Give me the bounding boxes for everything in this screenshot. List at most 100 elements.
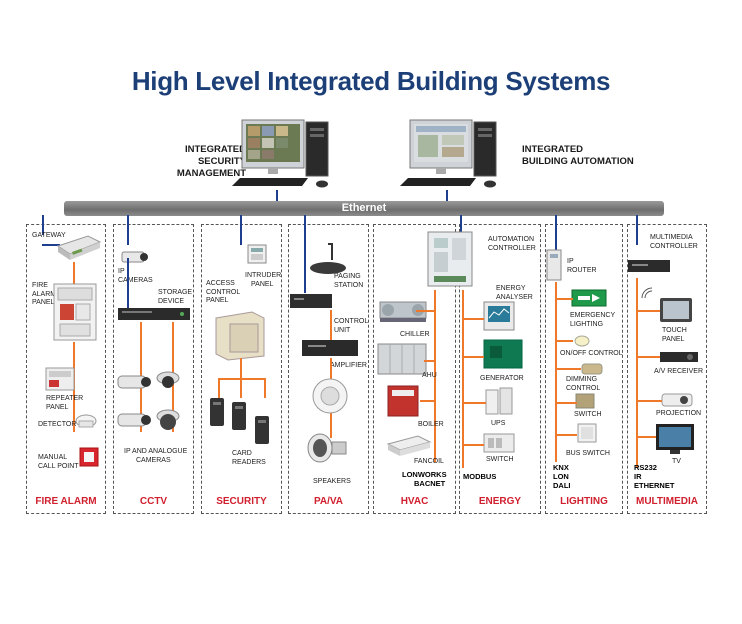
detector-label: DETECTOR — [38, 421, 77, 428]
tv-icon[interactable] — [656, 424, 696, 456]
emergency-lighting-label: EMERGENCY LIGHTING — [570, 312, 615, 329]
lighting-switch-label: SWITCH — [574, 411, 602, 418]
label-line: CONTROLLER — [650, 242, 698, 250]
ip-router-icon[interactable] — [546, 249, 565, 282]
label-line: REPEATER — [46, 395, 84, 402]
energy-switch-icon[interactable] — [483, 432, 518, 454]
label-line: EMERGENCY — [570, 312, 616, 319]
fancoil-icon[interactable] — [386, 435, 432, 458]
multimedia-title: MULTIMEDIA — [635, 496, 699, 507]
label-line: CONTROL — [566, 384, 601, 392]
hvac-link — [434, 290, 436, 462]
paging-station-icon[interactable] — [306, 242, 346, 276]
system-fire-alarm[interactable] — [26, 224, 106, 514]
card-reader-icon[interactable] — [232, 402, 250, 432]
lighting-link — [555, 282, 557, 462]
dome-camera-icon[interactable] — [156, 408, 182, 438]
ups-icon[interactable] — [485, 387, 516, 416]
horn-speaker-icon[interactable] — [306, 432, 352, 466]
security-link — [264, 378, 266, 398]
link — [636, 400, 662, 402]
fire-panel-label: FIRE ALARM PANEL — [32, 282, 56, 308]
touch-panel-icon[interactable] — [660, 298, 694, 326]
analogue-camera-icon[interactable] — [117, 372, 152, 392]
label-line: TOUCH — [662, 327, 687, 334]
projector-icon[interactable] — [661, 390, 696, 410]
multimedia-link — [636, 278, 638, 468]
control-unit-icon[interactable] — [290, 292, 334, 310]
access-control-panel-icon[interactable] — [215, 311, 270, 361]
label-line: FIRE — [32, 282, 48, 289]
system-cctv[interactable] — [113, 224, 194, 514]
generator-icon[interactable] — [483, 336, 524, 372]
fire-alarm-panel-icon[interactable] — [53, 283, 98, 342]
intruder-keypad-icon[interactable] — [247, 244, 268, 265]
protocol-label: MODBUS — [463, 472, 497, 481]
paging-station-label: PAGING STATION — [334, 273, 363, 290]
card-reader-icon[interactable] — [255, 416, 273, 446]
computer-workstation-icon[interactable] — [400, 119, 510, 195]
energy-analyser-icon[interactable] — [483, 301, 516, 332]
amplifier-label: AMPLIFIER — [330, 362, 367, 369]
analogue-camera-icon[interactable] — [117, 410, 152, 432]
ip-camera-icon[interactable] — [120, 250, 150, 266]
card-reader-icon[interactable] — [210, 398, 228, 428]
label-line: CONTROL — [334, 318, 369, 325]
bus-switch-icon[interactable] — [577, 423, 598, 444]
control-unit-label: CONTROL UNIT — [334, 318, 368, 335]
system-pava[interactable] — [288, 224, 369, 514]
workstation-label-line: INTEGRATED — [522, 144, 584, 155]
intruder-panel-label: INTRUDER PANEL — [245, 272, 281, 289]
dimmer-icon[interactable] — [581, 362, 606, 376]
computer-workstation-icon[interactable] — [232, 119, 342, 195]
boiler-icon[interactable] — [386, 384, 422, 420]
protocol-label: RS232 — [634, 463, 657, 472]
light-bulb-icon[interactable] — [574, 334, 594, 348]
system-energy[interactable] — [459, 224, 541, 514]
lighting-title: LIGHTING — [560, 496, 608, 507]
touch-panel-label: TOUCH PANEL — [662, 327, 687, 344]
emergency-exit-sign-icon[interactable] — [571, 288, 608, 308]
multimedia-controller-icon[interactable] — [628, 256, 672, 276]
label-line: CONTROL — [206, 288, 241, 296]
workstation-link — [446, 190, 448, 202]
link — [555, 402, 577, 404]
multimedia-controller-label: MULTIMEDIA CONTROLLER — [650, 234, 698, 251]
storage-device-label: STORAGE DEVICE — [158, 289, 192, 306]
energy-title: ENERGY — [478, 496, 522, 507]
storage-device-icon[interactable] — [118, 306, 192, 322]
label-line: CARD — [232, 450, 252, 457]
protocol-label: LON — [553, 472, 569, 481]
av-receiver-icon[interactable] — [660, 350, 700, 364]
workstation-label-automation: INTEGRATED BUILDING AUTOMATION — [522, 144, 634, 168]
smoke-detector-icon[interactable] — [75, 413, 98, 433]
link — [555, 368, 581, 370]
workstation-label-line: SECURITY MANAGEMENT — [176, 156, 246, 179]
link — [636, 310, 660, 312]
security-title: SECURITY — [216, 496, 267, 507]
label-line: UNIT — [334, 326, 351, 334]
system-lighting[interactable] — [545, 224, 623, 514]
security-link — [218, 378, 266, 380]
ethernet-label: Ethernet — [341, 202, 387, 214]
label-line: CONTROLLER — [488, 244, 536, 252]
dome-camera-icon[interactable] — [156, 370, 182, 392]
label-line: PANEL — [32, 299, 55, 306]
security-link — [218, 378, 220, 398]
gateway-device-icon[interactable] — [56, 235, 102, 262]
call-point-icon[interactable] — [79, 447, 100, 468]
system-hvac[interactable] — [373, 224, 456, 514]
light-switch-icon[interactable] — [575, 393, 596, 410]
label-line: PANEL — [251, 280, 274, 288]
automation-controller-icon[interactable] — [426, 228, 482, 290]
protocol-label: DALI — [553, 481, 571, 490]
link — [416, 310, 434, 312]
amplifier-icon[interactable] — [302, 338, 360, 358]
repeater-panel-icon[interactable] — [45, 367, 76, 392]
ceiling-speaker-icon[interactable] — [310, 376, 350, 416]
system-multimedia[interactable] — [627, 224, 707, 514]
analogue-cameras-label: IP AND ANALOGUE CAMERAS — [124, 448, 187, 465]
energy-protocols: MODBUS — [463, 472, 496, 481]
ethernet-bus: Ethernet — [64, 201, 664, 216]
ahu-icon[interactable] — [377, 342, 428, 376]
